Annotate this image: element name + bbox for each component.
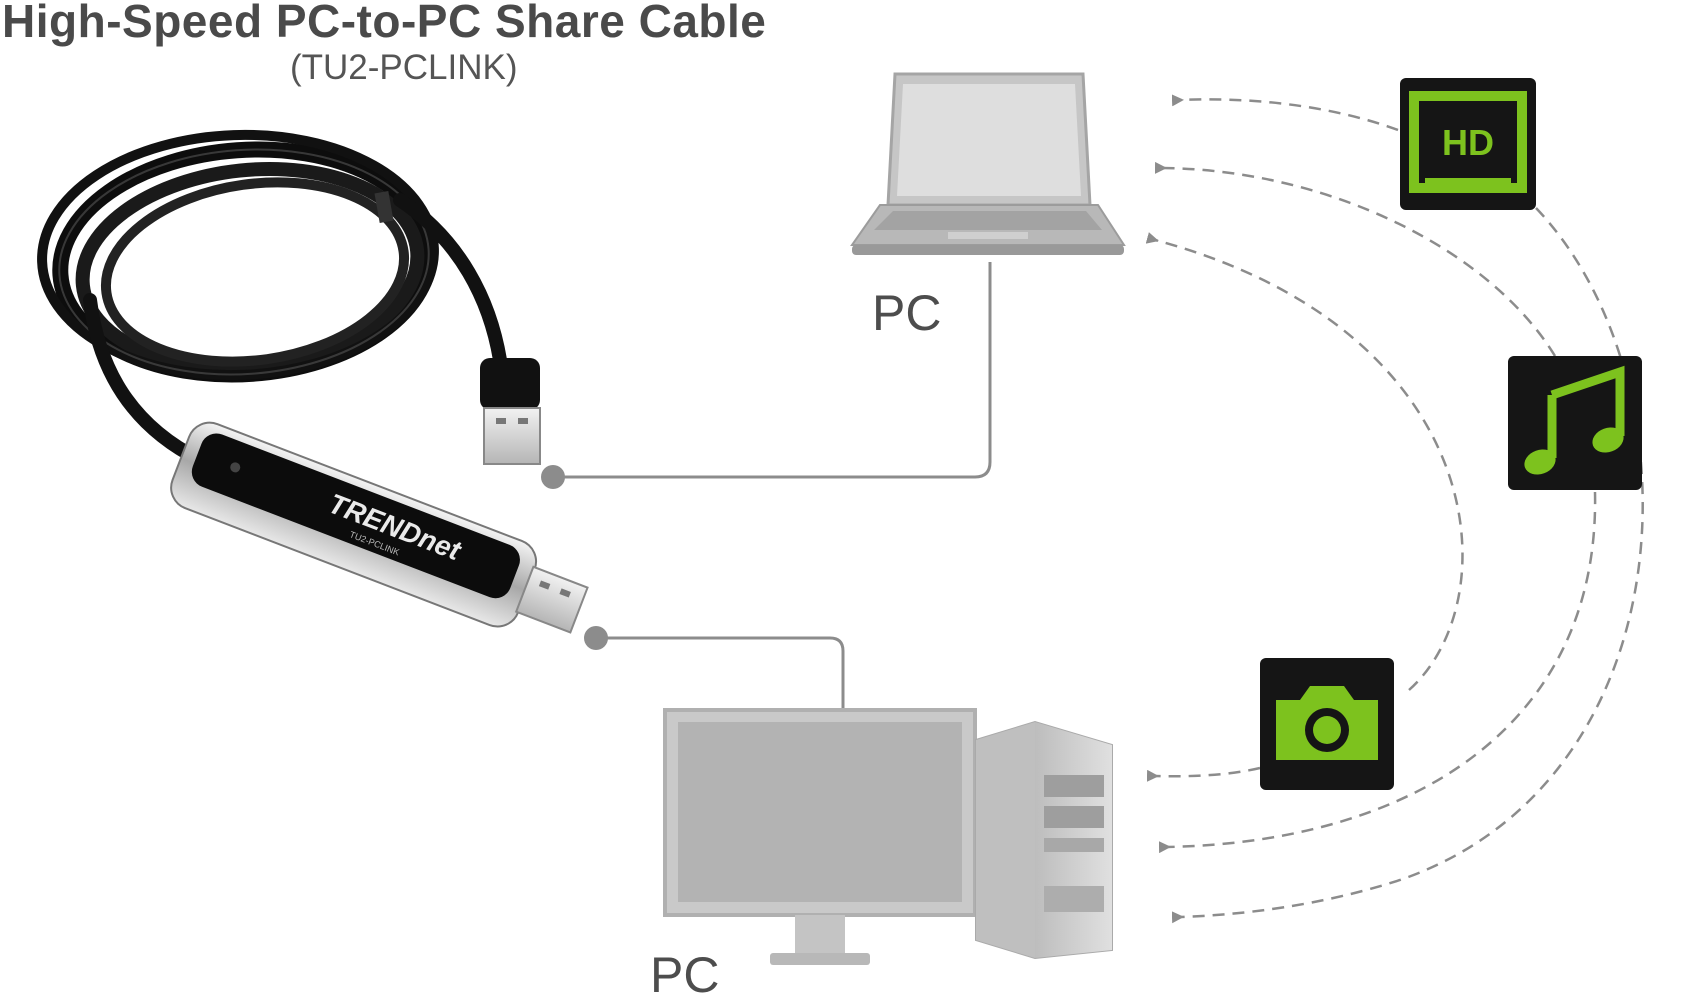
desktop-monitor-icon: [663, 708, 977, 965]
arrow-music-to-laptop: [1154, 161, 1557, 357]
laptop-icon: [850, 72, 1126, 255]
page-subtitle: (TU2-PCLINK): [290, 48, 518, 87]
desktop-label: PC: [650, 947, 720, 1003]
connection-lines: [553, 262, 992, 712]
arrow-video-to-desktop: [1171, 207, 1644, 924]
camera-icon: [1260, 658, 1394, 790]
arrow-music-to-desktop: [1158, 491, 1597, 854]
arrow-photo-to-desktop: [1146, 766, 1261, 782]
flow-arrows: [1145, 94, 1644, 924]
lower-plug-connector-dot: [584, 626, 608, 650]
usb-plug-upper: [480, 358, 541, 465]
laptop-label: PC: [872, 285, 942, 341]
upper-plug-connector-dot: [541, 465, 565, 489]
link-adapter: TRENDnet TU2-PCLINK: [170, 421, 589, 634]
hd-video-icon: HD: [1400, 78, 1536, 210]
usb-cable-coil: [37, 129, 507, 467]
hd-label: HD: [1442, 122, 1494, 163]
arrow-photo-to-laptop: [1145, 232, 1464, 691]
arrow-video-to-laptop: [1171, 94, 1399, 132]
music-note-icon: [1508, 356, 1642, 490]
desktop-tower-icon: [975, 720, 1113, 960]
page-title: High-Speed PC-to-PC Share Cable: [2, 0, 767, 47]
